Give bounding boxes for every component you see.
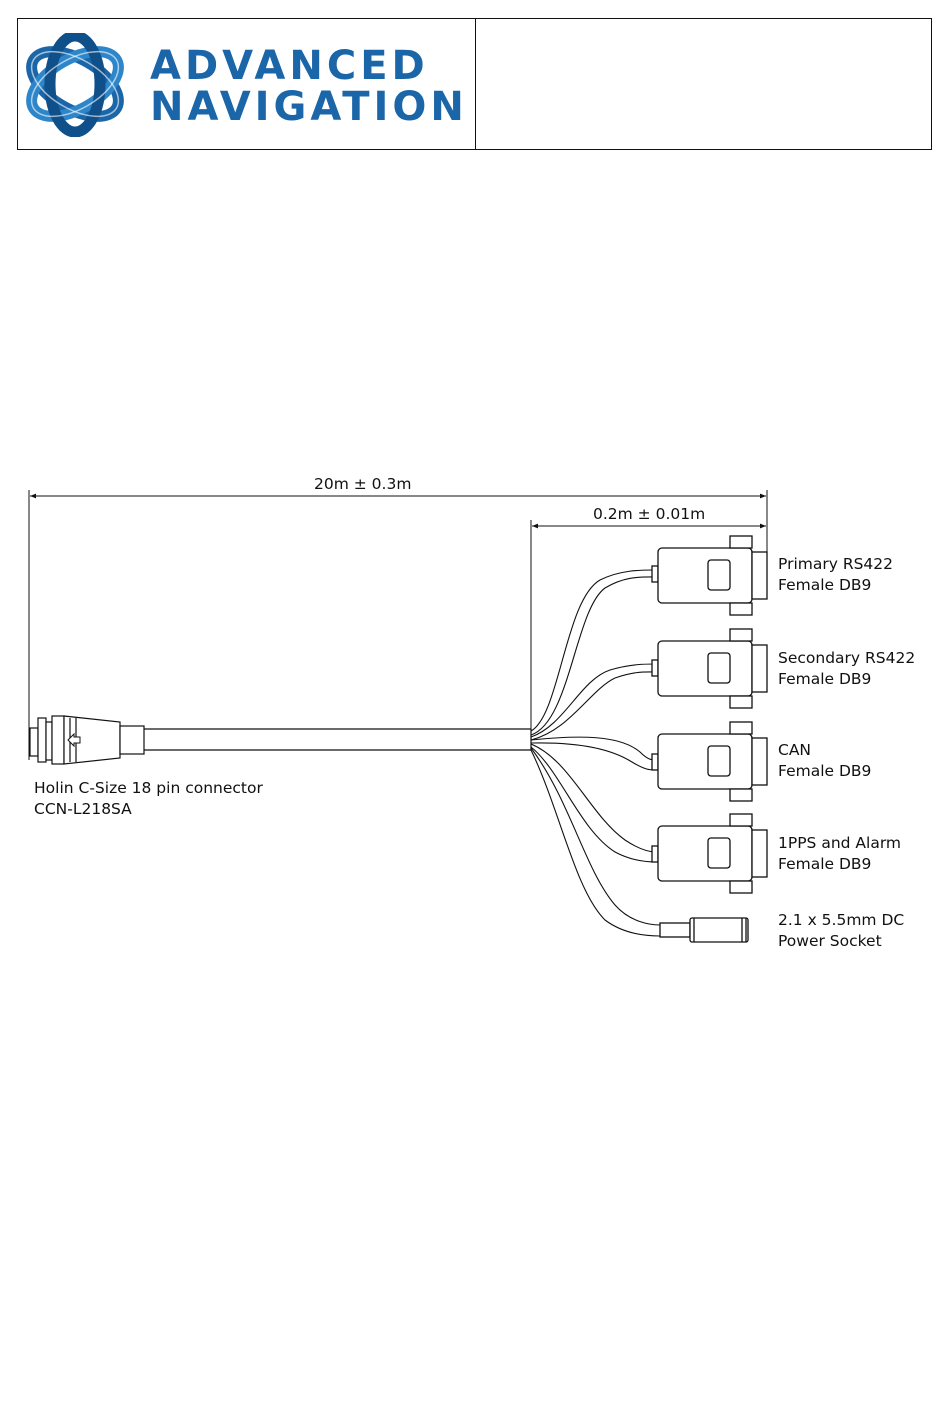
connector-5-label-line1: 2.1 x 5.5mm DC <box>778 910 904 930</box>
main-connector-label-line2: CCN-L218SA <box>34 799 132 819</box>
db9-connector-2 <box>652 629 767 708</box>
connector-2-label-line2: Female DB9 <box>778 669 871 689</box>
connector-2-label-line1: Secondary RS422 <box>778 648 915 668</box>
db9-connector-3 <box>652 722 767 801</box>
dc-power-socket <box>660 918 748 942</box>
connector-4-label-line1: 1PPS and Alarm <box>778 833 901 853</box>
db9-connector-4 <box>652 814 767 893</box>
dimension-total-label: 20m ± 0.3m <box>314 475 411 493</box>
main-connector-label-line1: Holin C-Size 18 pin connector <box>34 778 263 798</box>
connector-3-label-line2: Female DB9 <box>778 761 871 781</box>
connector-1-label-line2: Female DB9 <box>778 575 871 595</box>
db9-connector-1 <box>652 536 767 615</box>
holin-connector-drawing <box>30 716 144 764</box>
connector-3-label-line1: CAN <box>778 740 811 760</box>
connector-5-label-line2: Power Socket <box>778 931 882 951</box>
dimension-breakout-label: 0.2m ± 0.01m <box>593 505 705 523</box>
connector-4-label-line2: Female DB9 <box>778 854 871 874</box>
connector-1-label-line1: Primary RS422 <box>778 554 893 574</box>
